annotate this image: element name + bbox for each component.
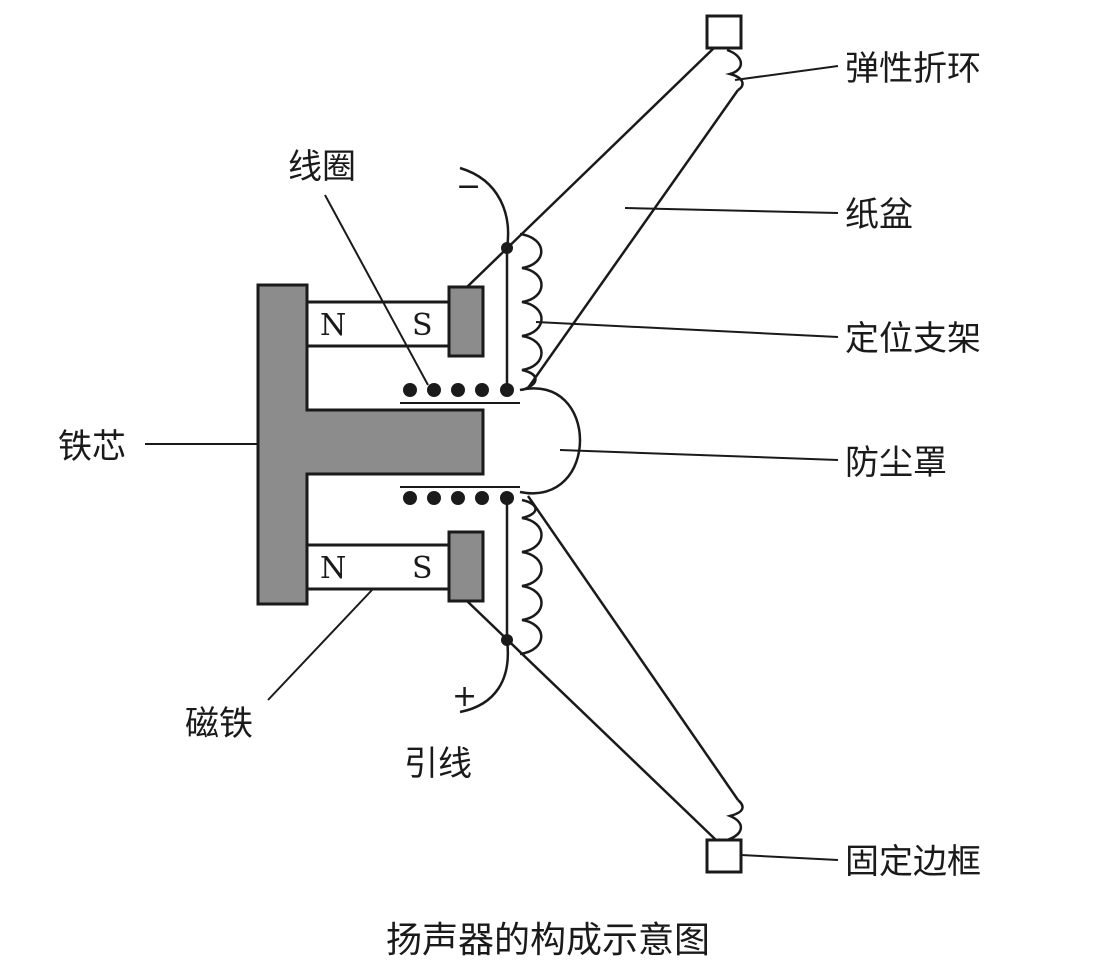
leader-coil <box>324 194 429 386</box>
label-paper-cone: 纸盆 <box>845 195 913 235</box>
cone-outer-top <box>466 45 717 288</box>
lead-wire-negative <box>459 166 510 249</box>
coil-windings-top <box>403 383 514 397</box>
label-fixed-frame: 固定边框 <box>845 842 981 882</box>
lead-wire-positive <box>459 639 510 714</box>
label-elastic-ring: 弹性折环 <box>845 49 981 89</box>
pole-piece-top <box>447 285 485 358</box>
leader-support-bracket <box>535 321 839 338</box>
leader-dust-cap <box>559 449 839 461</box>
cone-inner-bottom <box>526 495 740 801</box>
pole-s-top: S <box>412 308 433 343</box>
pole-n-top: N <box>320 308 346 343</box>
diagram-caption: 扬声器的构成示意图 <box>386 920 710 961</box>
label-iron-core: 铁芯 <box>58 427 126 467</box>
pole-piece-bottom <box>447 530 485 603</box>
pole-n-bottom: N <box>320 551 346 586</box>
sign-positive: + <box>452 679 477 714</box>
elastic-surround-bottom <box>726 799 744 842</box>
coil-windings-bottom <box>403 491 514 505</box>
spider-top <box>519 232 543 392</box>
cone-inner-top <box>526 89 740 389</box>
leader-fixed-frame <box>740 854 839 861</box>
fixed-frame-bottom <box>705 838 743 874</box>
leader-paper-cone <box>624 207 839 214</box>
label-magnet: 磁铁 <box>185 704 253 744</box>
cone-outer-bottom <box>466 600 717 841</box>
label-dust-cap: 防尘罩 <box>845 443 947 483</box>
spider-bottom <box>519 498 543 656</box>
label-support-bracket: 定位支架 <box>845 319 981 359</box>
magnet-top <box>305 300 452 348</box>
fixed-frame-top <box>705 14 743 50</box>
label-coil: 线圈 <box>288 147 356 187</box>
sign-negative: − <box>456 169 481 204</box>
pole-s-bottom: S <box>412 551 433 586</box>
dust-cap <box>519 387 582 495</box>
label-lead-wire: 引线 <box>404 744 472 784</box>
magnet-bottom <box>305 543 452 591</box>
leader-magnet <box>267 589 373 701</box>
leader-elastic-ring <box>734 65 839 81</box>
elastic-surround-top <box>725 48 744 92</box>
